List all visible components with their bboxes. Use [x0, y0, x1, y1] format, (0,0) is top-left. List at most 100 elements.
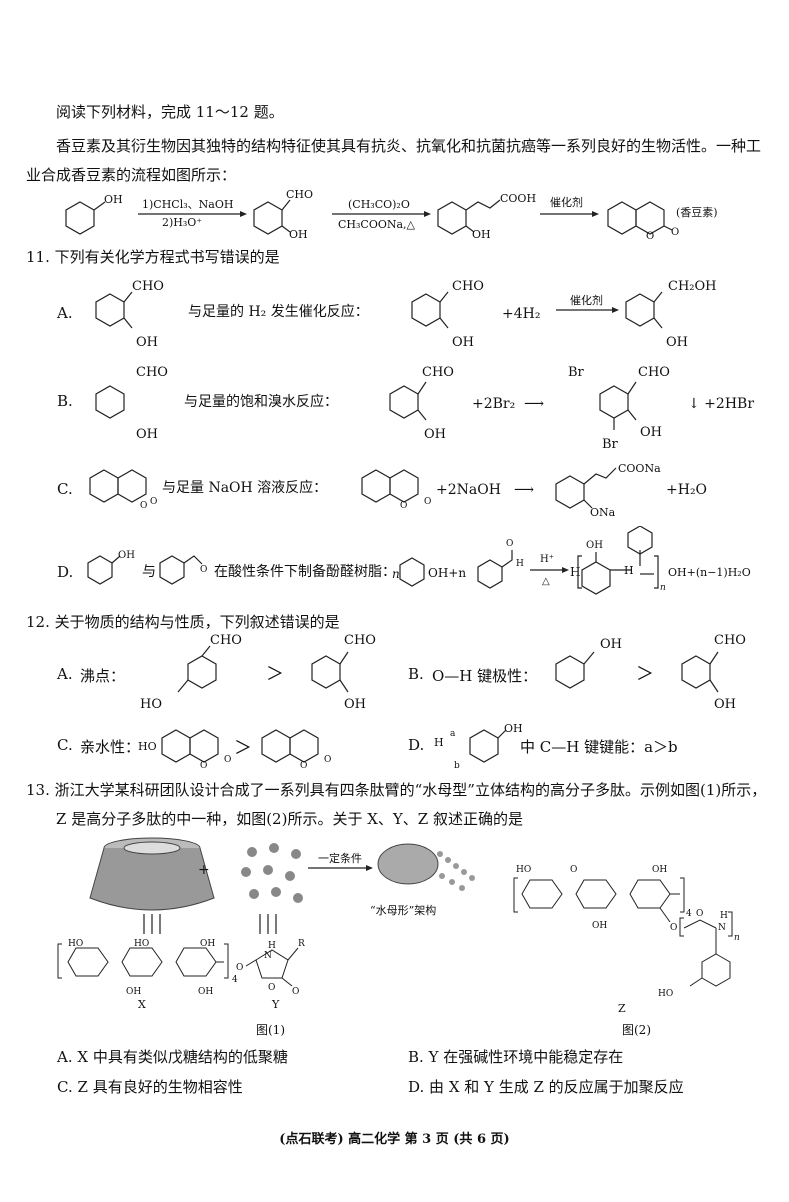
phenol-structure: OH [65, 193, 123, 235]
x-structure: HO HO OH OH OH 4 [57, 939, 238, 997]
reagent3-top: 催化剂 [550, 195, 583, 209]
svg-text:O: O [150, 497, 157, 507]
svg-text:COONa: COONa [618, 462, 661, 475]
svg-text:OH: OH [592, 921, 607, 931]
svg-text:R: R [298, 939, 305, 949]
q12-title: 12. 关于物质的结构与性质，下列叙述错误的是 [26, 613, 340, 631]
q11-d-equation: OH 与 O 在酸性条件下制备酚醛树脂： n OH+n O H H⁺ △ H O… [87, 526, 751, 595]
fig1-label: 图(1) [256, 1023, 285, 1037]
q13-plus: + [198, 862, 210, 878]
z-structure: 4 HO O OH OH O O H N n HO [513, 865, 740, 999]
monomer-dots [241, 843, 303, 903]
svg-text:催化剂: 催化剂 [570, 293, 603, 307]
q12-b-structures: OH ＞ CHO OH [555, 633, 746, 712]
svg-text:CHO: CHO [638, 365, 670, 380]
instruction: 阅读下列材料，完成 11～12 题。 [56, 103, 284, 121]
q11-a-letter: A. [57, 304, 73, 322]
svg-text:O: O [506, 539, 513, 549]
svg-text:＞: ＞ [636, 664, 654, 685]
q12-d-text: 中 C—H 键键能：a＞b [520, 738, 678, 756]
svg-text:O: O [424, 497, 431, 507]
svg-text:CHO: CHO [132, 279, 164, 294]
svg-text:+2Br₂: +2Br₂ [472, 396, 515, 412]
svg-text:CHO: CHO [210, 633, 242, 648]
svg-text:OH: OH [424, 427, 446, 442]
y-structure: H N R O O O [236, 939, 305, 997]
svg-text:HO: HO [658, 989, 673, 999]
q11-b-letter: B. [57, 392, 73, 410]
page-footer: (点石联考) 高二化学 第 3 页 (共 6 页) [279, 1132, 510, 1147]
svg-text:OH: OH [586, 540, 603, 551]
svg-text:＞: ＞ [266, 664, 284, 685]
svg-text:OH: OH [289, 228, 308, 240]
svg-text:H: H [570, 565, 580, 579]
svg-text:O: O [140, 501, 147, 511]
svg-text:OH: OH [504, 722, 523, 735]
label-z: Z [618, 1002, 626, 1015]
jellyfish-label: “水母形”架构 [370, 903, 436, 917]
svg-text:4: 4 [686, 909, 692, 919]
coumarin-name: (香豆素) [676, 206, 718, 219]
svg-text:OH: OH [714, 697, 736, 712]
q12-c-letter: C. [57, 736, 73, 754]
svg-text:N: N [264, 951, 272, 961]
svg-text:HO: HO [134, 939, 149, 949]
q13-title: 13. 浙江大学某科研团队设计合成了一系列具有四条肽臂的“水母型”立体结构的高分… [26, 781, 767, 828]
reagent2-top: (CH₃CO)₂O [348, 198, 410, 211]
svg-text:O: O [292, 987, 299, 997]
q13-option-a: A. X 中具有类似戊糖结构的低聚糖 [57, 1048, 288, 1066]
svg-text:△: △ [542, 576, 550, 587]
svg-text:HO: HO [140, 697, 162, 712]
svg-text:⟶: ⟶ [514, 482, 534, 498]
svg-text:O: O [324, 755, 331, 765]
svg-text:＞: ＞ [234, 738, 252, 759]
svg-text:O: O [671, 227, 679, 238]
svg-text:HO: HO [68, 939, 83, 949]
svg-text:CH₂OH: CH₂OH [668, 279, 717, 294]
q11-c-equation: O O 与足量 NaOH 溶液反应： O O +2NaOH ⟶ COONa ON… [89, 462, 707, 519]
q12-b-letter: B. [408, 665, 424, 683]
svg-text:O: O [696, 909, 703, 919]
svg-text:在酸性条件下制备酚醛树脂：: 在酸性条件下制备酚醛树脂： [214, 563, 396, 580]
svg-text:CHO: CHO [452, 279, 484, 294]
svg-text:OH: OH [136, 427, 158, 442]
svg-text:n: n [392, 567, 400, 581]
fig2-label: 图(2) [622, 1023, 651, 1037]
svg-text:OH: OH [452, 335, 474, 350]
q12-b-text: O—H 键极性： [432, 667, 538, 685]
svg-text:OH+(n−1)H₂O: OH+(n−1)H₂O [668, 566, 751, 579]
q12-d-structure: H a b OH [434, 722, 523, 770]
svg-text:O: O [236, 963, 243, 973]
jellyfish-structure [377, 843, 475, 891]
salicylaldehyde-structure: CHO OH [253, 188, 313, 240]
svg-text:+H₂O: +H₂O [666, 482, 707, 498]
svg-text:Br: Br [602, 437, 619, 452]
svg-text:H: H [720, 911, 728, 921]
svg-text:ONa: ONa [590, 506, 616, 519]
svg-text:OH: OH [640, 425, 662, 440]
svg-text:O: O [570, 865, 577, 875]
q13-condition: 一定条件 [318, 851, 362, 865]
q12-d-letter: D. [408, 736, 425, 754]
svg-text:与足量的饱和溴水反应：: 与足量的饱和溴水反应： [184, 393, 338, 410]
q11-title: 11. 下列有关化学方程式书写错误的是 [26, 248, 280, 266]
cyclodextrin-cone [89, 837, 215, 911]
q12-c-structures: HO O O ＞ O O [138, 729, 331, 770]
svg-text:+4H₂: +4H₂ [502, 306, 540, 322]
reagent2-bottom: CH₃COONa,△ [338, 218, 416, 231]
svg-text:OH: OH [200, 939, 215, 949]
svg-text:COOH: COOH [500, 192, 536, 205]
svg-text:O: O [200, 761, 207, 770]
svg-text:+2NaOH: +2NaOH [436, 482, 501, 498]
label-x: X [138, 998, 146, 1011]
svg-text:H: H [434, 736, 444, 749]
reagent1-bottom: 2)H₃O⁺ [162, 216, 202, 229]
svg-text:H⁺: H⁺ [540, 554, 554, 565]
q11-c-letter: C. [57, 480, 73, 498]
svg-text:n: n [734, 933, 740, 943]
svg-text:n: n [660, 583, 666, 593]
phenol-oh: OH [104, 193, 123, 206]
svg-text:OH: OH [118, 550, 135, 561]
q12-c-text: 亲水性： [80, 738, 141, 756]
coumarin-structure: O O [607, 201, 679, 240]
